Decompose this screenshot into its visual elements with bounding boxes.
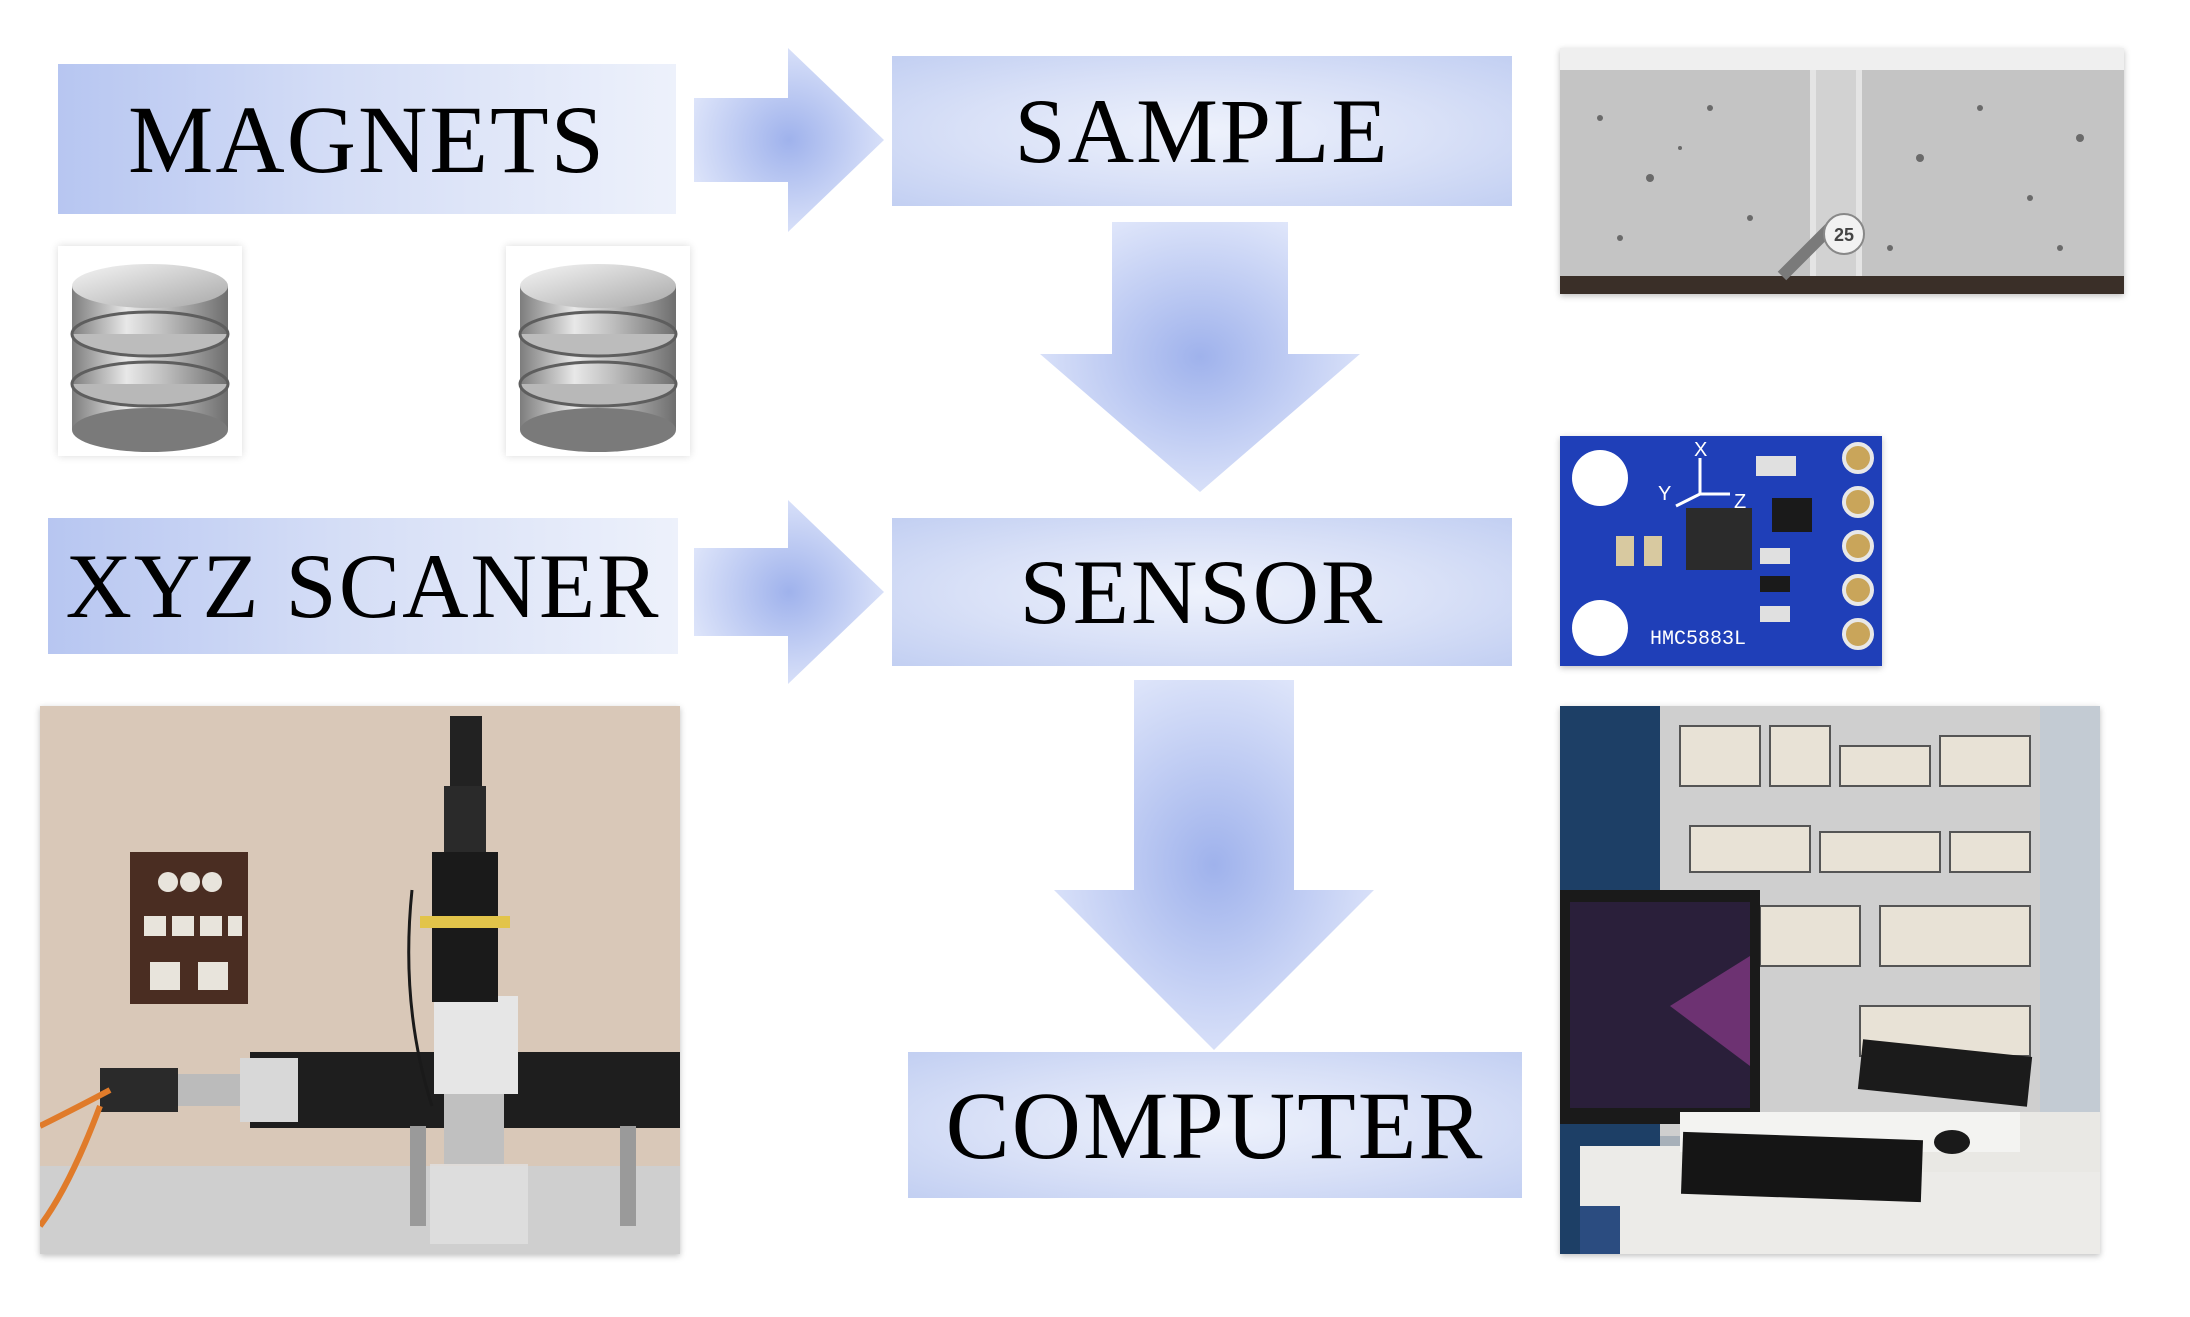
arrow-right-icon	[694, 500, 884, 684]
magnets-label: MAGNETS	[127, 85, 606, 193]
magnets-box: MAGNETS	[58, 64, 676, 214]
axis-z-label: Z	[1734, 491, 1746, 513]
chip-label: HMC5883L	[1650, 628, 1746, 651]
magnet-stack-left	[58, 246, 242, 456]
sample-box: SAMPLE	[892, 56, 1512, 206]
xyz-scaner-box: XYZ SCANER	[48, 518, 678, 654]
computer-box: COMPUTER	[908, 1052, 1522, 1198]
xyz-scaner-label: XYZ SCANER	[65, 535, 661, 637]
sample-photo: 25	[1560, 48, 2124, 294]
arrow-right-icon	[694, 48, 884, 232]
arrow-down-icon	[1054, 680, 1374, 1050]
xyz-scanner-photo	[40, 706, 680, 1254]
magnet-stack-icon	[518, 264, 678, 452]
axis-x-label: X	[1694, 439, 1707, 461]
sensor-box: SENSOR	[892, 518, 1512, 666]
magnet-stack-right	[506, 246, 690, 456]
sample-marker-number: 25	[1834, 225, 1854, 245]
sample-label: SAMPLE	[1014, 80, 1390, 182]
computer-label: COMPUTER	[945, 1071, 1485, 1179]
arrow-down-icon	[1040, 222, 1360, 492]
computer-lab-photo	[1560, 706, 2100, 1254]
sensor-board-photo: X Y Z HMC5883L	[1560, 436, 1882, 666]
sensor-label: SENSOR	[1019, 541, 1385, 643]
axis-y-label: Y	[1658, 483, 1671, 505]
magnet-stack-icon	[70, 264, 230, 452]
